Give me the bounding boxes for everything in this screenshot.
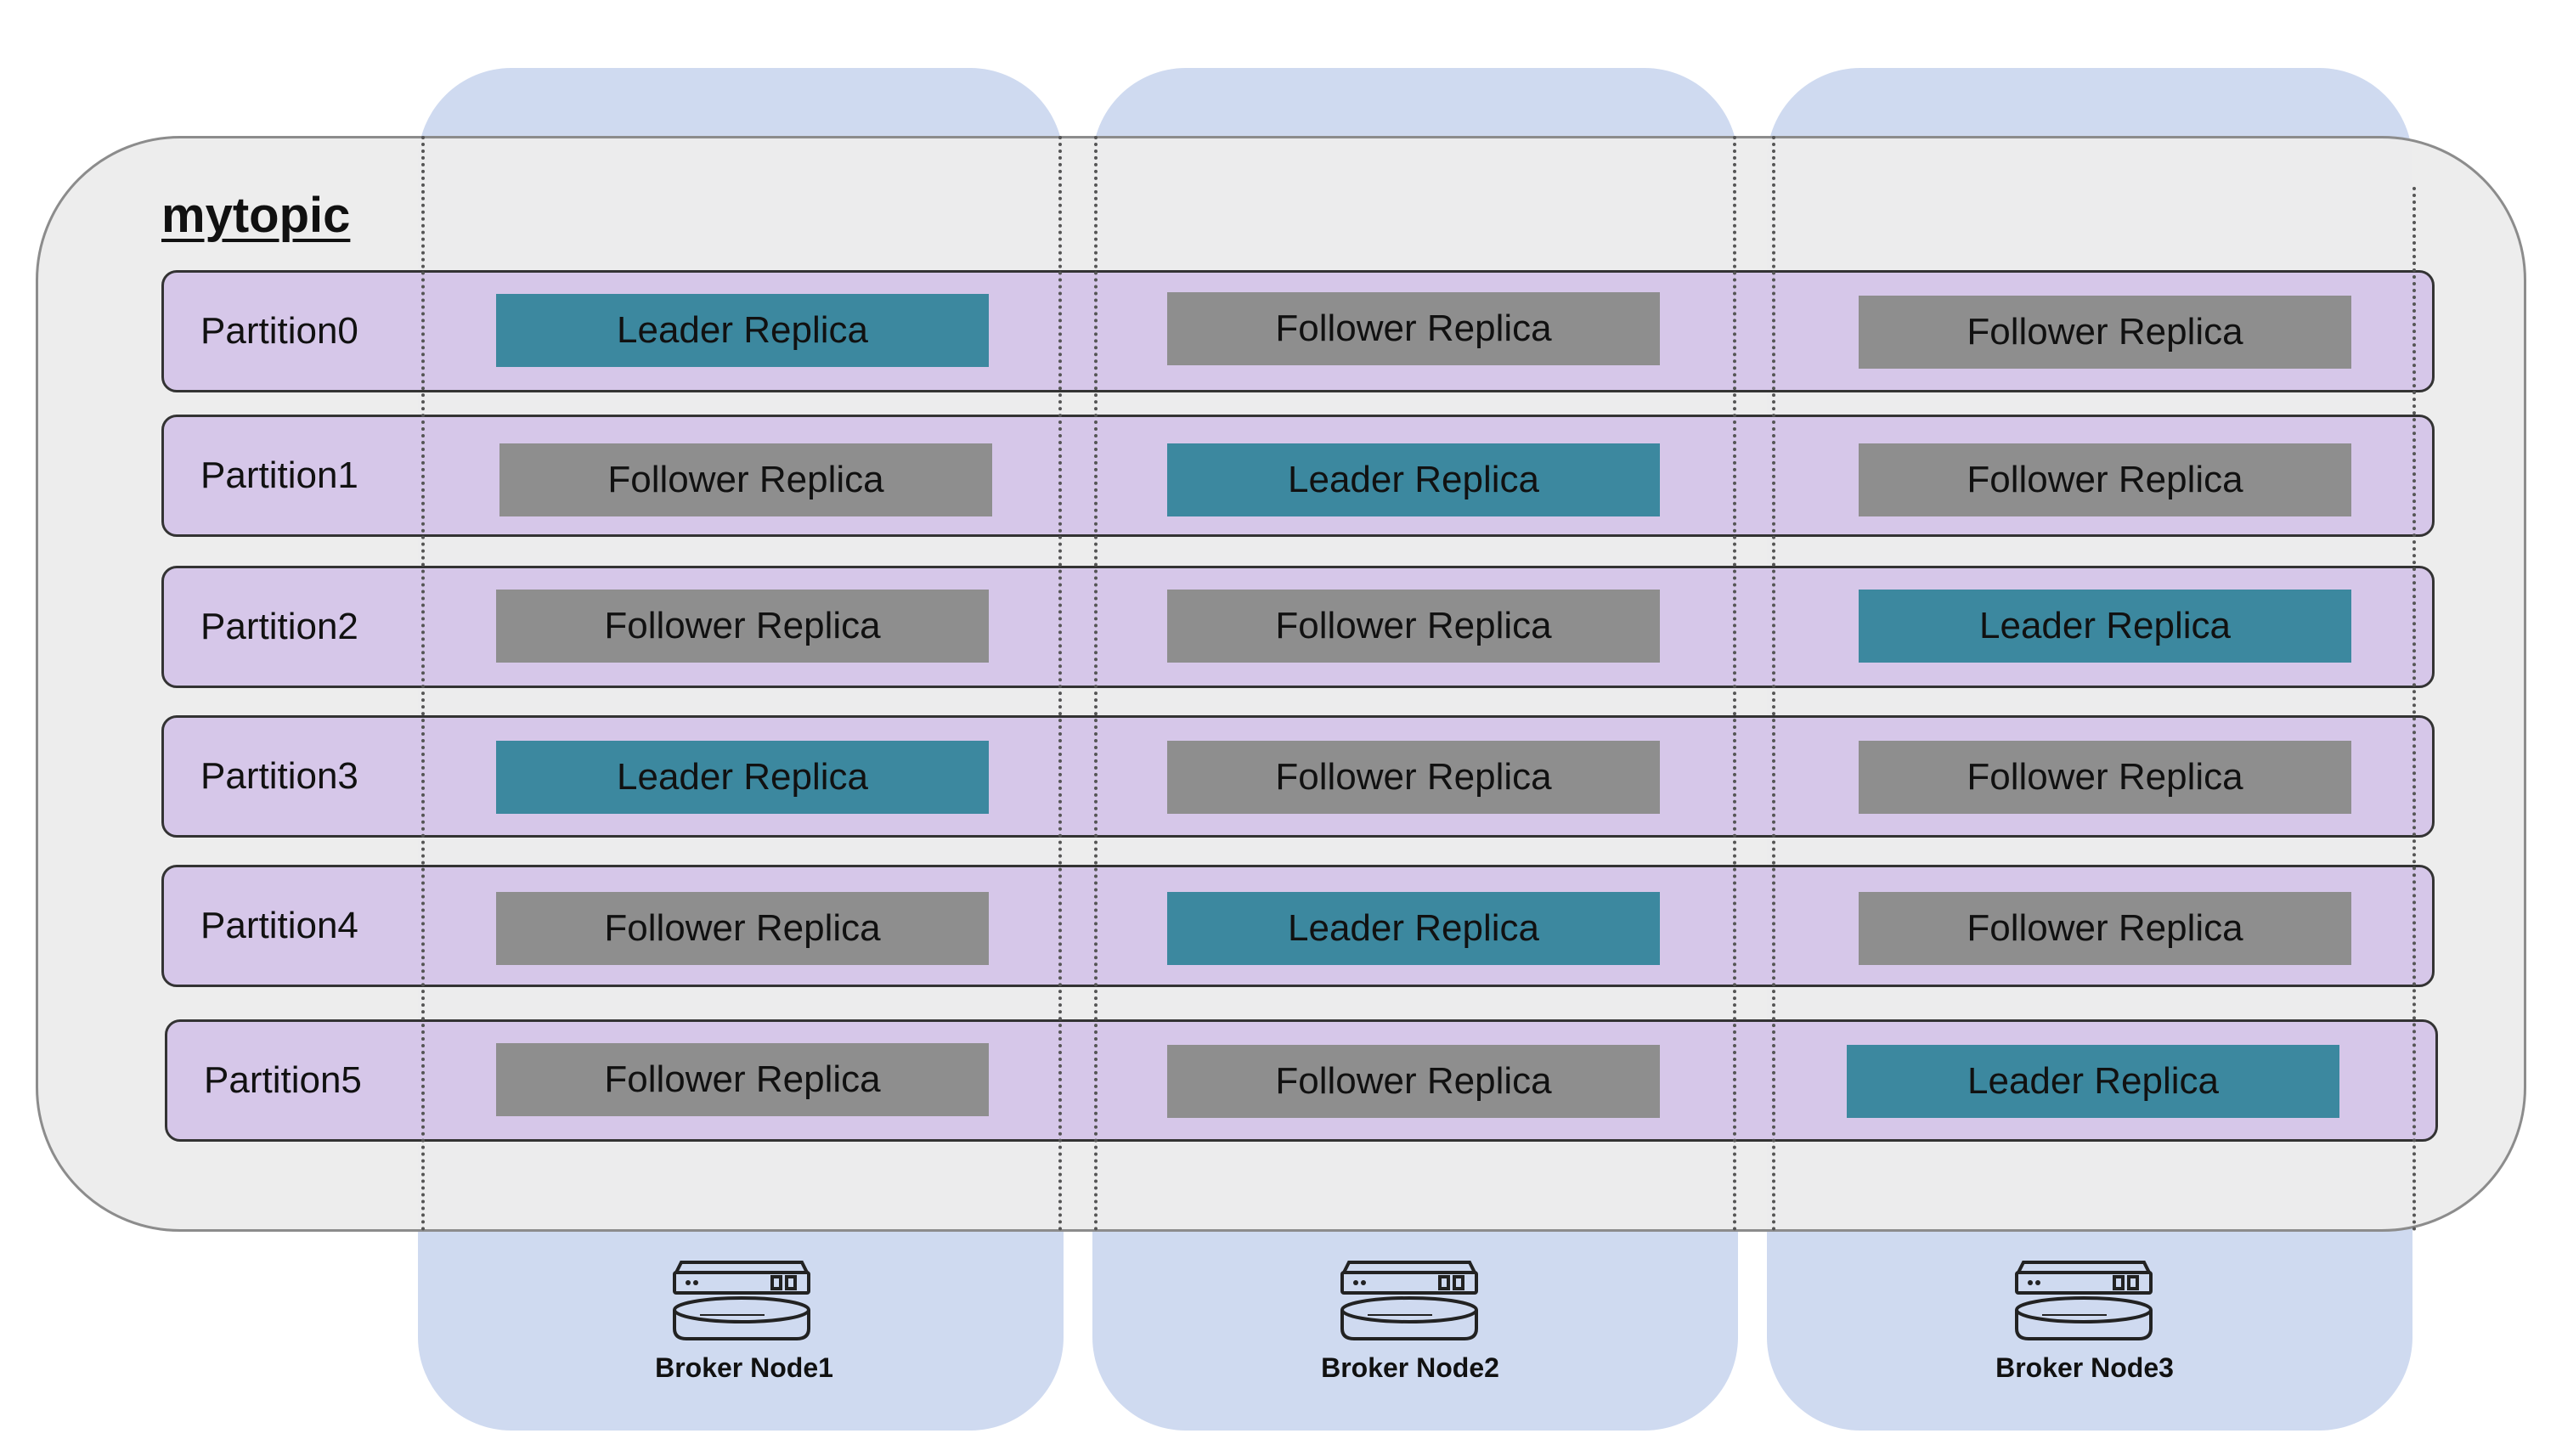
replica-p2-broker1: Follower Replica [496, 590, 989, 663]
broker1-boundary-right [1058, 136, 1062, 1232]
replica-p1-broker1: Follower Replica [499, 443, 992, 516]
replica-p5-broker3: Leader Replica [1847, 1045, 2339, 1118]
broker2-boundary-left [1094, 136, 1098, 1232]
replica-p3-broker3: Follower Replica [1859, 741, 2351, 814]
replica-p0-broker3: Follower Replica [1859, 296, 2351, 369]
replica-p5-broker2: Follower Replica [1167, 1045, 1660, 1118]
broker-node2-label: Broker Node2 [1321, 1352, 1499, 1383]
replica-p4-broker2: Leader Replica [1167, 892, 1660, 965]
server-icon [2015, 1261, 2153, 1340]
replica-p3-broker2: Follower Replica [1167, 741, 1660, 814]
partition-label: Partition3 [200, 755, 358, 797]
partition-label: Partition4 [200, 905, 358, 946]
broker3-boundary-left [1772, 136, 1775, 1232]
broker2-boundary-right [1733, 136, 1736, 1232]
replica-p0-broker1: Leader Replica [496, 294, 989, 367]
replica-p4-broker1: Follower Replica [496, 892, 989, 965]
broker-node3-label: Broker Node3 [1995, 1352, 2174, 1383]
partition-label: Partition0 [200, 310, 358, 352]
replica-p2-broker3: Leader Replica [1859, 590, 2351, 663]
server-icon [673, 1261, 810, 1340]
partition-label: Partition1 [200, 454, 358, 496]
broker-node1-label: Broker Node1 [655, 1352, 833, 1383]
replica-p2-broker2: Follower Replica [1167, 590, 1660, 663]
broker3-boundary-right [2412, 187, 2416, 1232]
replica-p1-broker2: Leader Replica [1167, 443, 1660, 516]
replica-p3-broker1: Leader Replica [496, 741, 989, 814]
replica-p5-broker1: Follower Replica [496, 1043, 989, 1116]
replica-p0-broker2: Follower Replica [1167, 292, 1660, 365]
topic-title: mytopic [161, 188, 351, 243]
partition-label: Partition2 [200, 606, 358, 647]
replica-p1-broker3: Follower Replica [1859, 443, 2351, 516]
server-icon [1340, 1261, 1478, 1340]
partition-label: Partition5 [204, 1059, 362, 1101]
broker1-boundary-left [421, 136, 425, 1232]
replica-p4-broker3: Follower Replica [1859, 892, 2351, 965]
